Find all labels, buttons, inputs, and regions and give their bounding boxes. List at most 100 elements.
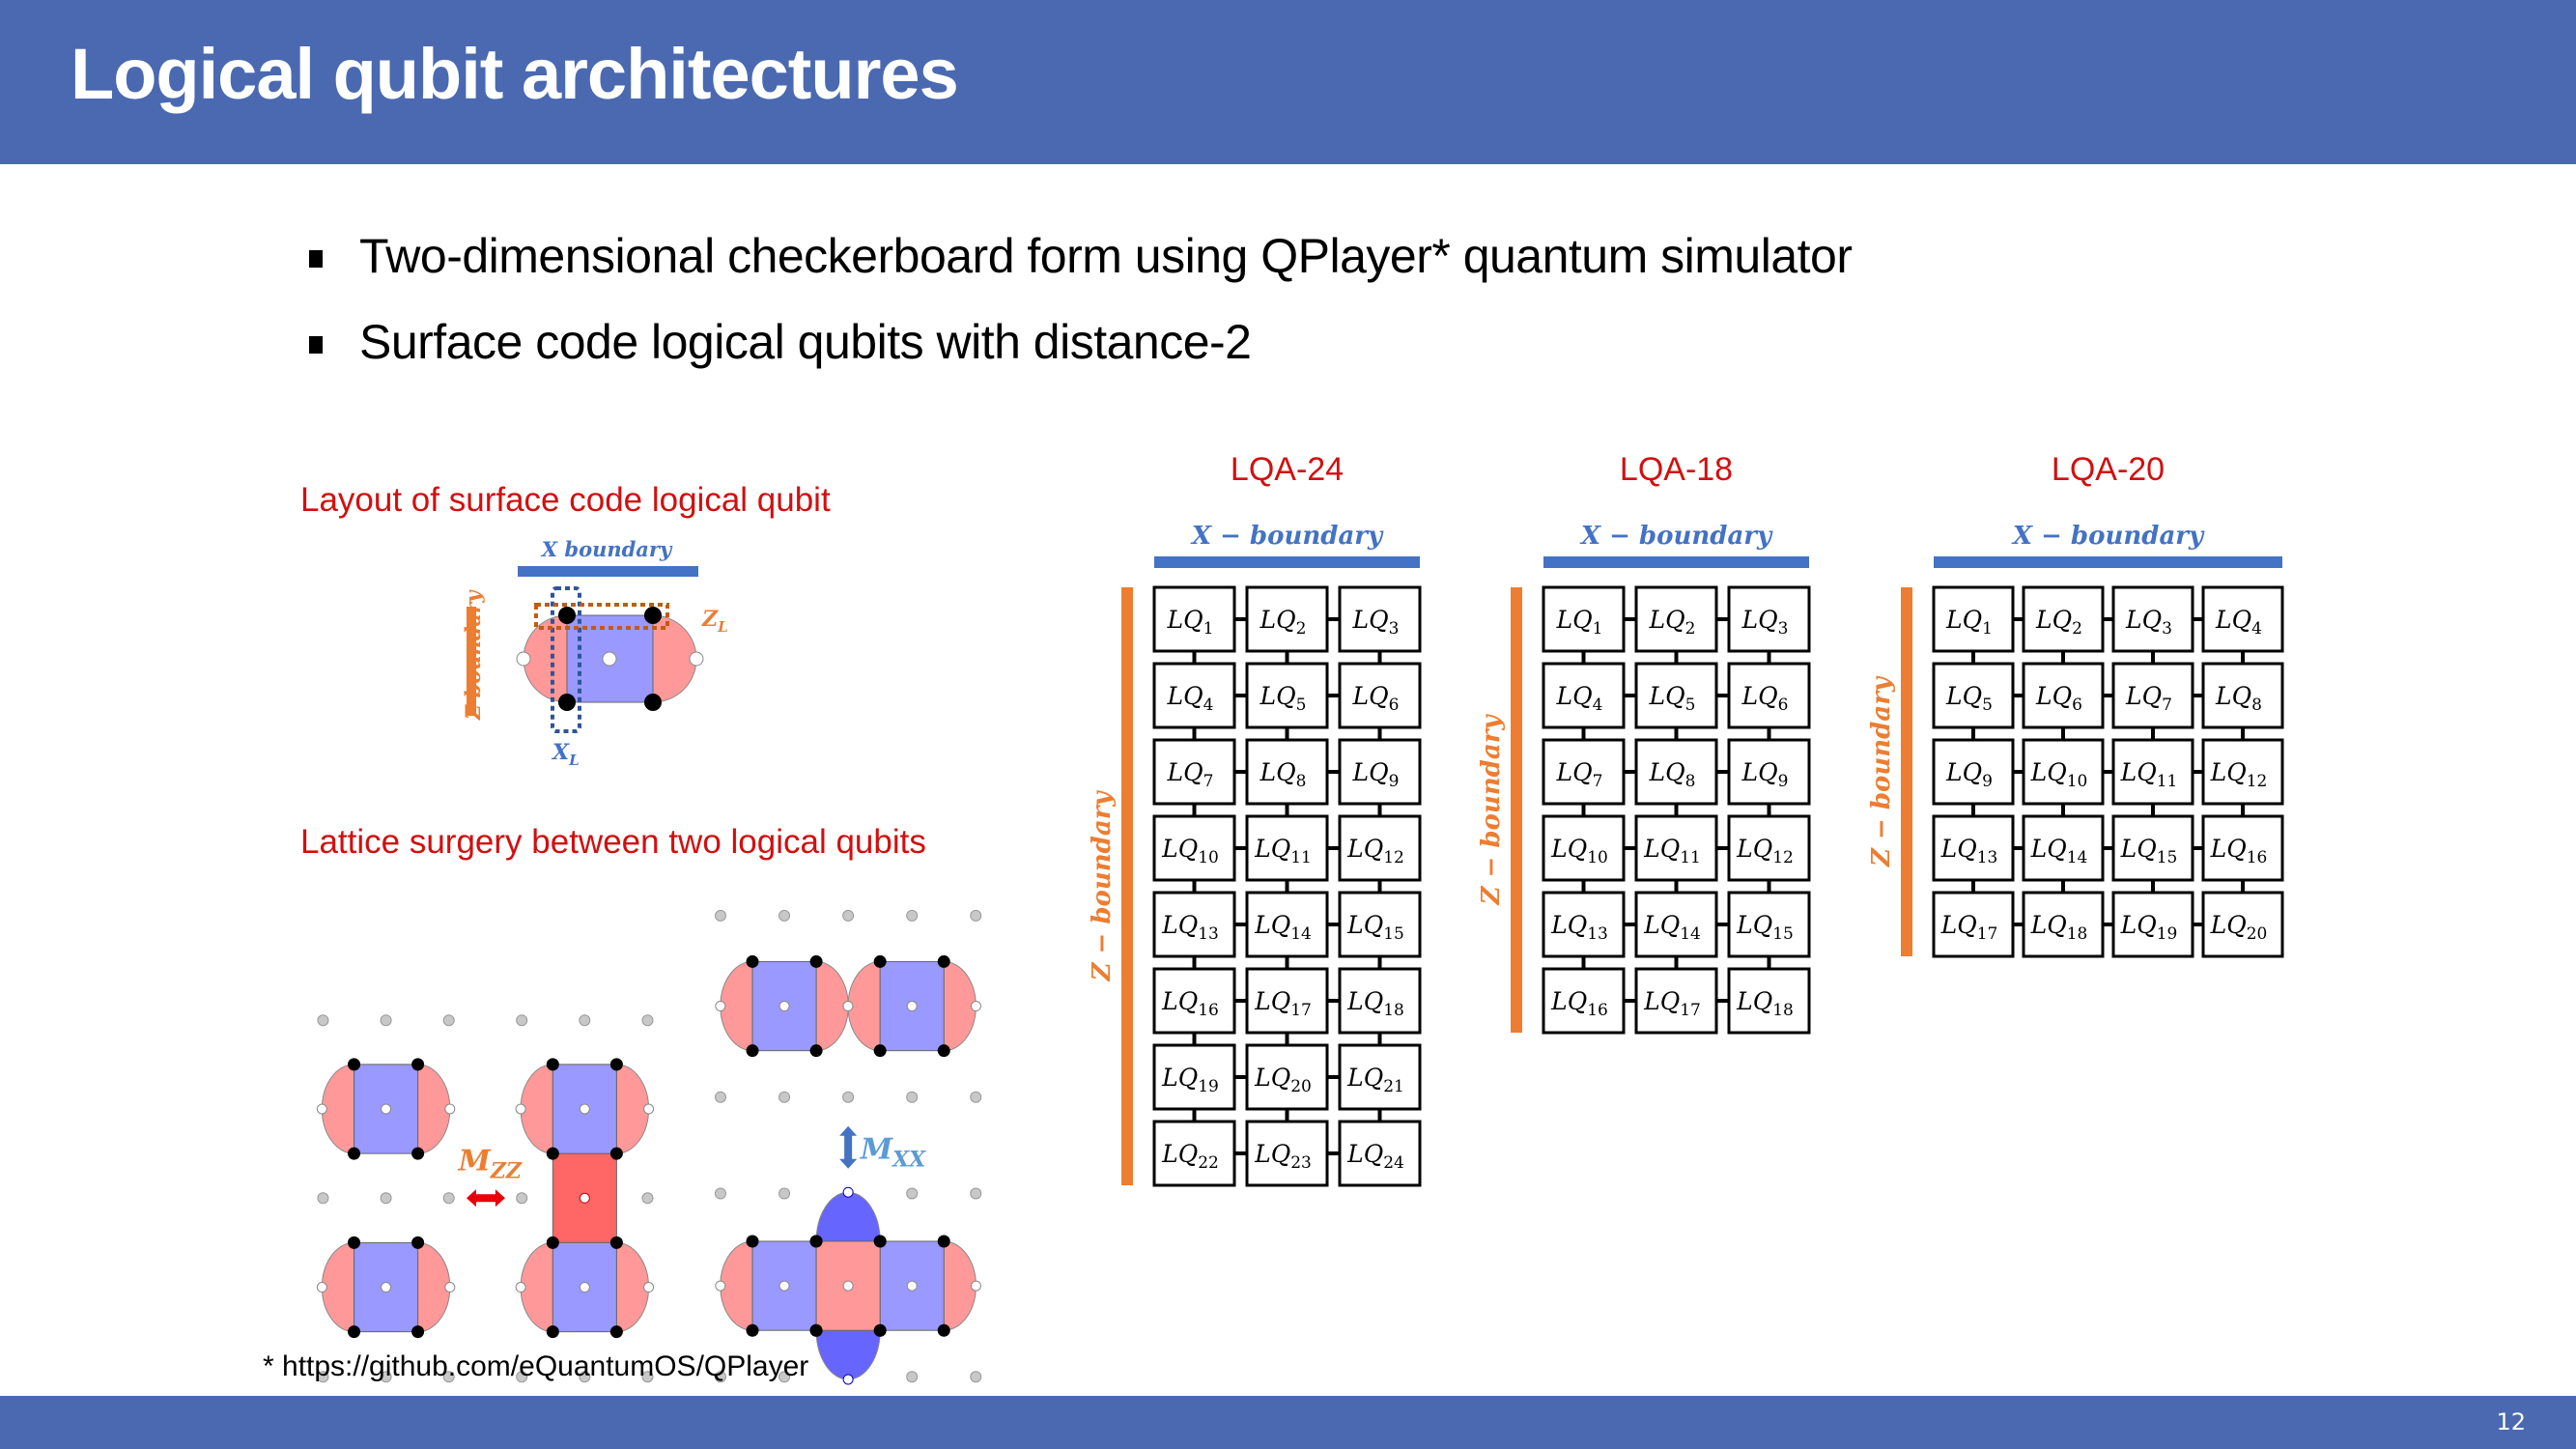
- logical-qubit-label: LQ15: [2120, 835, 2178, 867]
- logical-qubit-cell: [1152, 585, 1236, 653]
- logical-qubit-cell: [2201, 585, 2284, 653]
- logical-qubit-cell: [1542, 585, 1626, 653]
- ancilla-dot: [317, 1014, 329, 1027]
- footer-bar: 12: [0, 1396, 2576, 1449]
- logical-qubit-cell: [1542, 738, 1626, 806]
- logical-qubit-cell: [2111, 891, 2194, 958]
- logical-qubit-label: LQ2: [1260, 606, 1307, 639]
- ancilla-dot: [778, 1187, 791, 1200]
- ancilla-dot: [970, 909, 982, 922]
- bullet-text-1: Two-dimensional checkerboard form using …: [359, 229, 1853, 283]
- logical-qubit-label: LQ4: [1556, 682, 1603, 715]
- logical-qubit-cell: [1634, 891, 1718, 958]
- logical-qubit-cell: [2111, 814, 2194, 882]
- title-bar: Logical qubit architectures: [0, 0, 2576, 164]
- logical-qubit-label: LQ3: [1352, 606, 1400, 639]
- logical-qubit-cell: [1152, 891, 1236, 958]
- logical-qubit-label: LQ4: [1167, 682, 1214, 715]
- footnote: * https://github.com/eQuantumOS/QPlayer: [263, 1350, 809, 1382]
- logical-qubit-label: LQ11: [1254, 835, 1312, 867]
- ancilla-dot: [380, 1371, 392, 1383]
- logical-qubit-label: LQ17: [1940, 911, 1998, 944]
- page-title: Logical qubit architectures: [71, 34, 959, 114]
- logical-qubit-label: LQ19: [2120, 911, 2178, 944]
- ancilla-dot: [641, 1371, 654, 1383]
- logical-qubit-cell: [1338, 585, 1422, 653]
- logical-qubit-label: LQ14: [2030, 835, 2088, 867]
- logical-qubit-label: LQ24: [1346, 1140, 1404, 1173]
- logical-qubit-cell: [1932, 814, 2015, 882]
- logical-qubit-cell: [1245, 814, 1329, 882]
- logical-qubit-cell: [1338, 662, 1422, 729]
- ancilla-dot: [714, 1371, 726, 1383]
- ancilla-dot: [317, 1192, 329, 1205]
- logical-qubit-label: LQ5: [1945, 682, 1993, 715]
- ancilla-dot: [906, 1187, 919, 1200]
- ancilla-dot: [442, 1192, 455, 1205]
- z-boundary-label: Z − boundary: [1088, 790, 1117, 982]
- logical-qubit-cell: [1727, 967, 1811, 1035]
- logical-qubit-label: LQ18: [2030, 911, 2088, 944]
- logical-qubit-label: LQ9: [1352, 758, 1400, 791]
- data-qubit: [809, 1235, 823, 1248]
- x-boundary-label: X − boundary: [1579, 522, 1773, 551]
- logical-qubit-cell: [1727, 814, 1811, 882]
- logical-qubit-cell: [1932, 662, 2015, 729]
- ancilla-dot: [641, 1014, 654, 1027]
- logical-qubit-label: LQ10: [1550, 835, 1608, 867]
- logical-qubit-label: LQ2: [1649, 606, 1696, 639]
- ancilla-dot: [970, 1091, 982, 1103]
- ancilla-dot: [380, 1014, 392, 1027]
- x-boundary-bar: [1154, 556, 1420, 568]
- logical-qubit-cell: [1152, 662, 1236, 729]
- data-qubit: [873, 1323, 887, 1337]
- logical-qubit-cell: [2111, 662, 2194, 729]
- logical-qubit-cell: [2022, 662, 2105, 729]
- logical-qubit-label: LQ3: [2125, 606, 2172, 639]
- page-number: 12: [2496, 1408, 2526, 1435]
- ancilla-dot: [906, 1091, 919, 1103]
- logical-qubit-label: LQ1: [1167, 606, 1214, 639]
- logical-qubit-label: LQ13: [1550, 911, 1608, 944]
- logical-qubit-cell: [1338, 1120, 1422, 1187]
- ancilla-dot: [778, 1371, 791, 1383]
- x-boundary-bar: [518, 566, 698, 577]
- logical-qubit-label: LQ18: [1346, 987, 1404, 1020]
- ancilla-dot: [714, 909, 726, 922]
- logical-qubit-label: LQ6: [1741, 682, 1789, 715]
- z-boundary-label: Z − boundary: [1867, 675, 1896, 867]
- logical-qubit-label: LQ1: [1945, 606, 1993, 639]
- logical-qubit-cell: [2201, 738, 2284, 806]
- logical-qubit-cell: [1338, 738, 1422, 806]
- logical-qubit-cell: [1152, 738, 1236, 806]
- logical-qubit-cell: [1542, 814, 1626, 882]
- z-boundary-label: Z boundary: [461, 589, 485, 721]
- data-qubit: [842, 1280, 854, 1292]
- logical-qubit-label: LQ16: [1550, 987, 1608, 1020]
- ancilla-dot: [906, 909, 919, 922]
- logical-qubit-cell: [1727, 891, 1811, 958]
- logical-qubit-label: LQ4: [2215, 606, 2262, 639]
- logical-qubit-patch: [515, 1058, 655, 1160]
- logical-qubit-label: LQ9: [1741, 758, 1789, 791]
- x-boundary-bar: [1543, 556, 1809, 568]
- logical-qubit-cell: [1542, 967, 1626, 1035]
- logical-qubit-label: LQ21: [1346, 1064, 1404, 1096]
- logical-qubit-cell: [1932, 585, 2015, 653]
- logical-qubit-cell: [1727, 585, 1811, 653]
- logical-qubit-cell: [1338, 1043, 1422, 1111]
- data-qubit: [873, 1235, 887, 1248]
- ancilla-dot: [970, 1187, 982, 1200]
- data-qubit: [842, 1186, 854, 1198]
- layout-section-title: Layout of surface code logical qubit: [300, 481, 831, 519]
- logical-qubit-cell: [2022, 891, 2105, 958]
- logical-qubit-label: LQ16: [2210, 835, 2268, 867]
- logical-qubit-label: LQ23: [1254, 1140, 1312, 1173]
- logical-qubit-label: LQ16: [1161, 987, 1219, 1020]
- logical-qubit-cell: [1338, 891, 1422, 958]
- logical-qubit-label: LQ10: [1161, 835, 1219, 867]
- logical-qubit-cell: [1338, 814, 1422, 882]
